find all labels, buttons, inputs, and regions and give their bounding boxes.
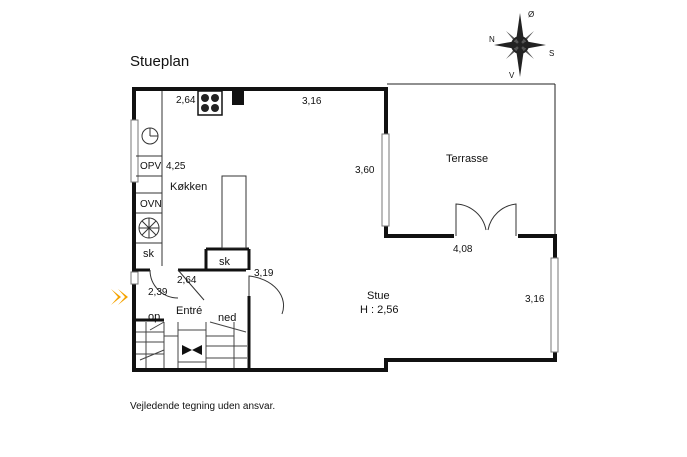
room-label-living: Stue — [367, 290, 390, 302]
dimension-kitchen-length: 4,25 — [166, 161, 186, 172]
stair-arrow-left-icon — [182, 345, 192, 355]
compass-label-v: V — [509, 71, 515, 80]
stairs-down-label: ned — [218, 312, 236, 324]
dimension-terrace-bottom: 4,08 — [453, 244, 473, 255]
dimension-entrance-wall: 3,19 — [254, 268, 274, 279]
compass-rose: Ø N S V — [489, 10, 554, 80]
dishwasher-label: OPV — [140, 161, 161, 172]
entry-arrow-icon — [118, 289, 128, 305]
kitchen-counter — [136, 91, 247, 266]
stairs-up-label: op — [148, 311, 160, 323]
dimension-top-wall: 3,16 — [302, 96, 322, 107]
plan-title: Stueplan — [130, 53, 189, 70]
dimension-inner-wall: 3,60 — [355, 165, 375, 176]
entry-arrow-icon — [111, 289, 121, 305]
room-label-terrace: Terrasse — [446, 153, 488, 165]
staircase — [136, 321, 247, 368]
dimension-kitchen-top-left: 2,64 — [176, 95, 196, 106]
stove-icon — [197, 90, 223, 116]
compass-label-s: S — [549, 49, 554, 58]
room-height-label: H : 2,56 — [360, 304, 399, 316]
dimension-right-wall: 3,16 — [525, 294, 545, 305]
terrace-door — [454, 203, 518, 239]
fan-icon — [138, 217, 160, 239]
entrance-cabinet-label: sk — [219, 256, 231, 268]
oven-label: OVN — [140, 199, 162, 210]
kitchen-cabinet-label: sk — [143, 248, 155, 260]
inner-door — [149, 269, 205, 301]
dimension-entrance-height: 2,39 — [148, 287, 168, 298]
stair-arrow-right-icon — [192, 345, 202, 355]
interior-walls — [134, 247, 251, 370]
terrace-outline — [387, 83, 556, 236]
windows — [130, 119, 559, 353]
walls — [132, 87, 557, 372]
room-label-kitchen: Køkken — [170, 181, 207, 193]
disclaimer-text: Vejledende tegning uden ansvar. — [130, 401, 275, 412]
sink-icon — [141, 127, 159, 145]
room-label-entrance: Entré — [176, 305, 202, 317]
compass-label-n: N — [489, 35, 495, 44]
dimension-entrance-width: 2,64 — [177, 275, 197, 286]
chimney-block — [232, 91, 244, 105]
entrance-door — [246, 270, 285, 315]
compass-label-o: Ø — [528, 10, 534, 19]
